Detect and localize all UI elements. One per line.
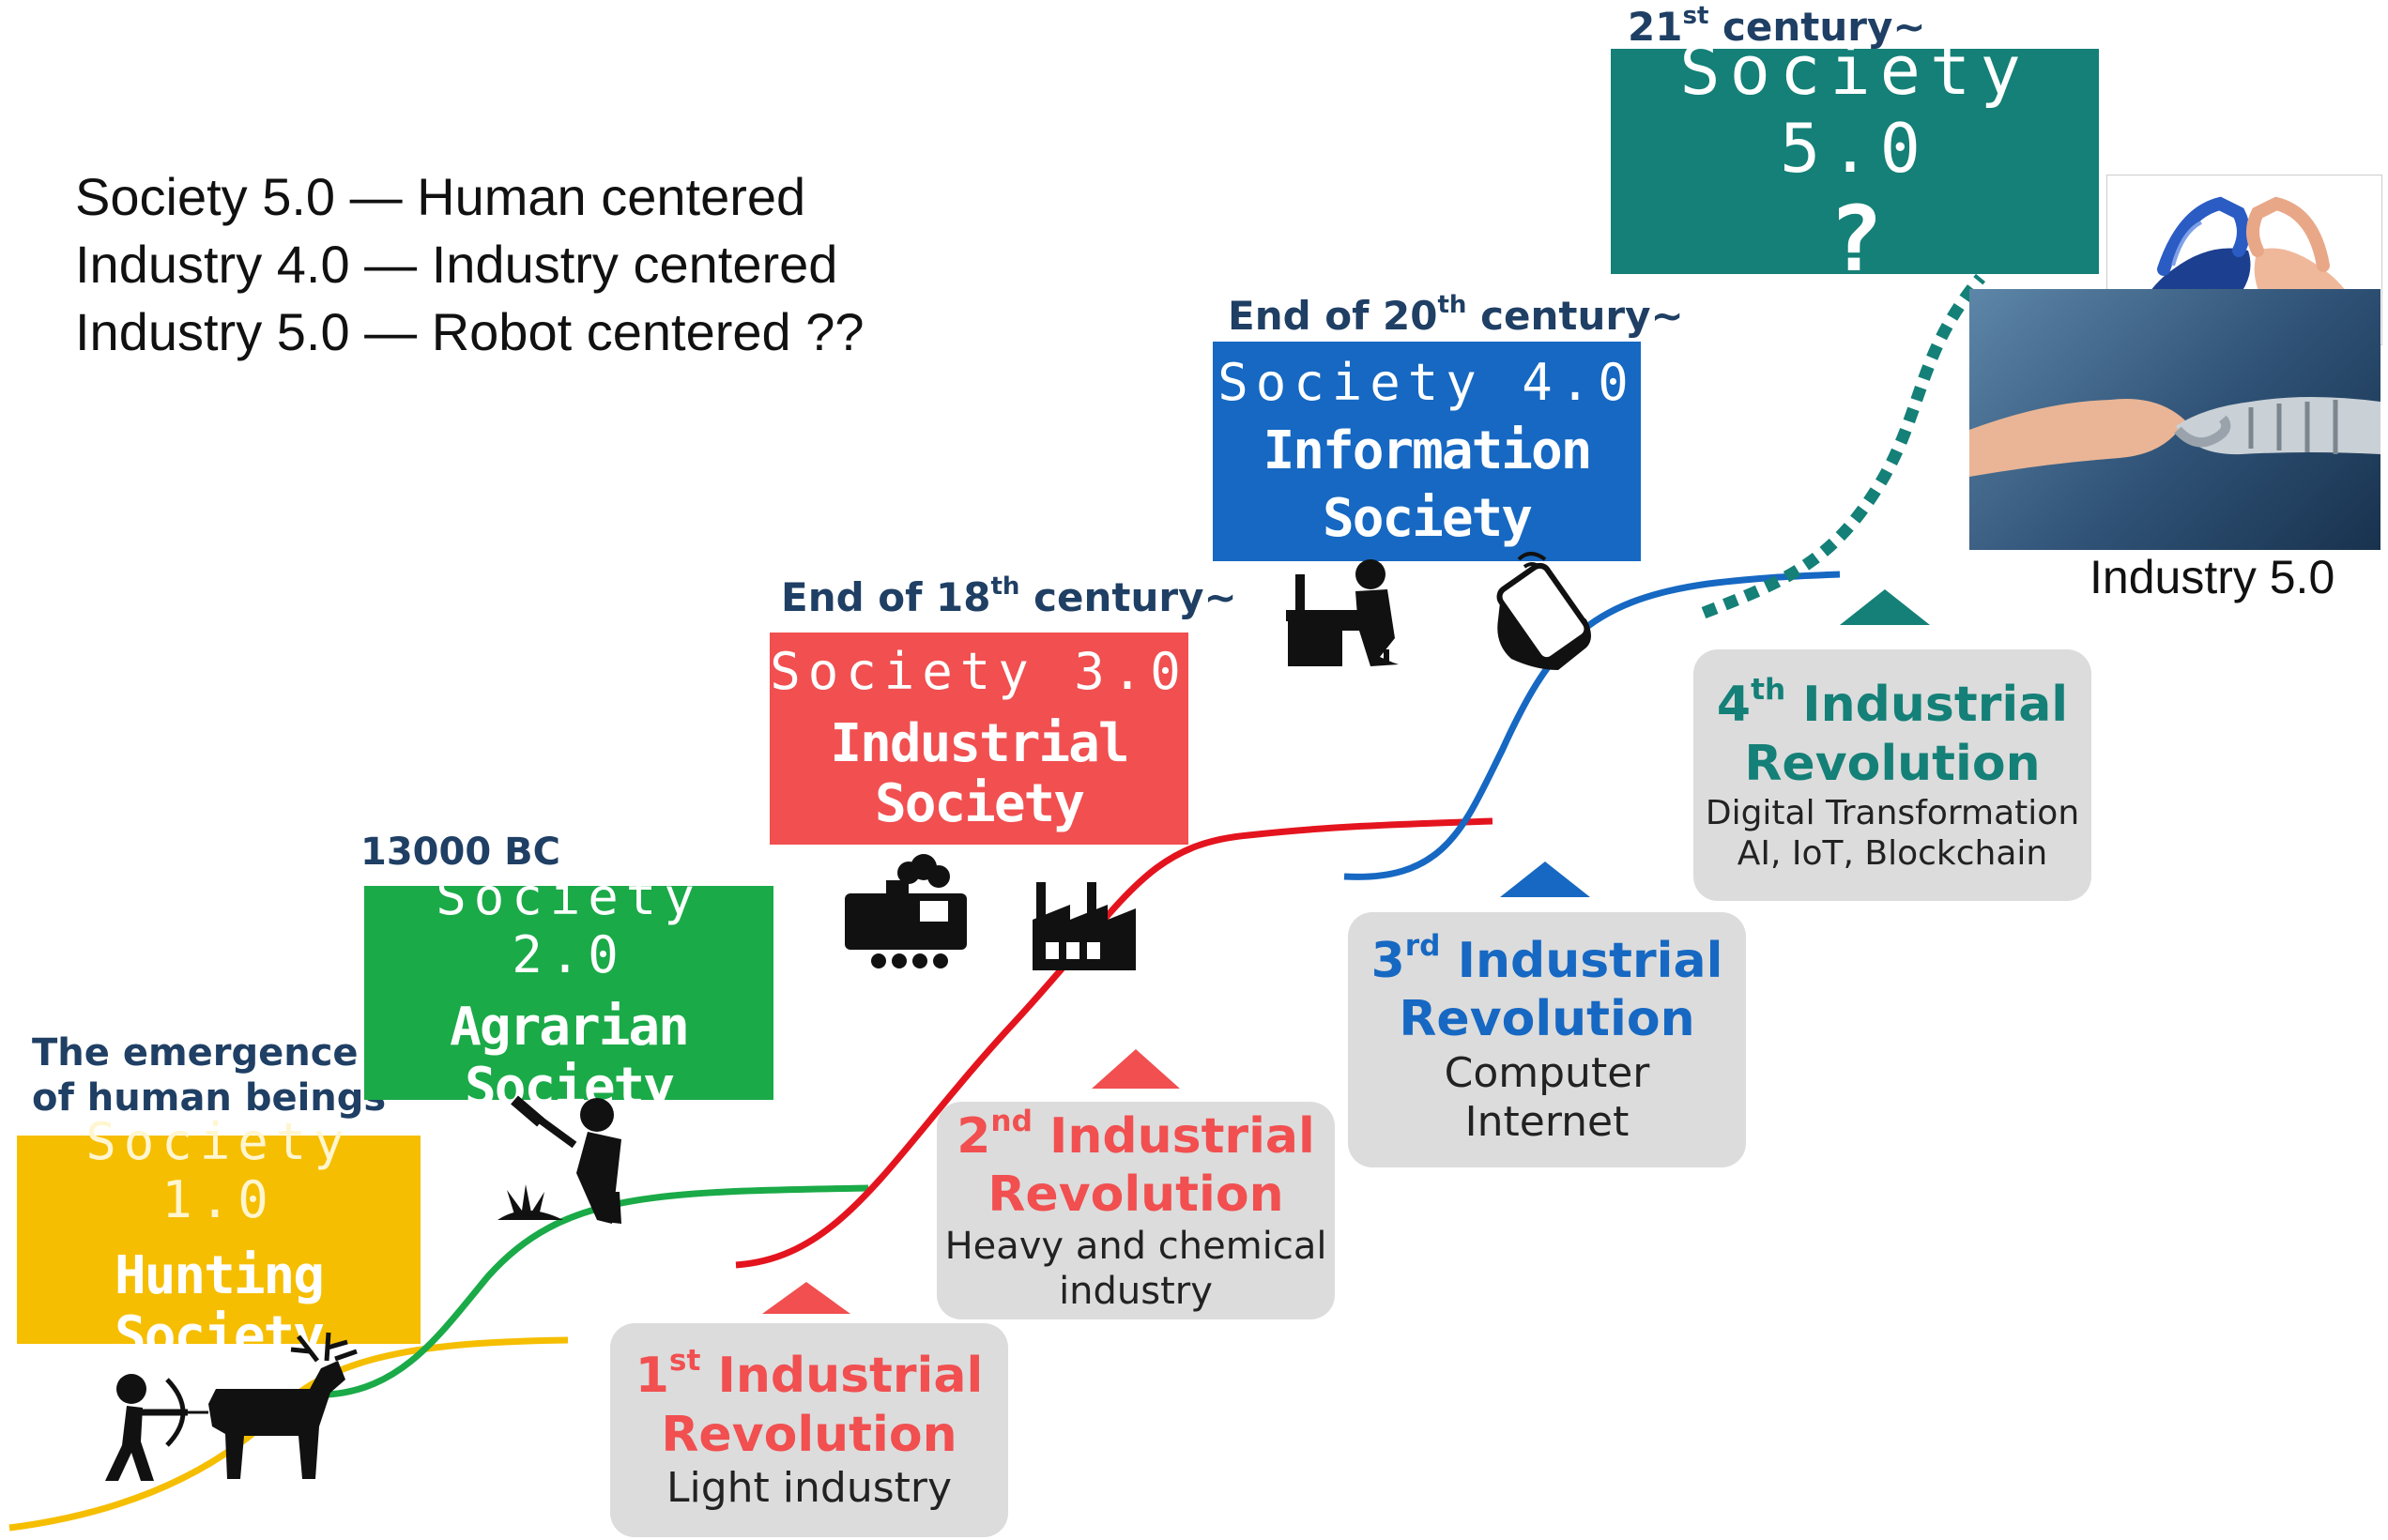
- triangle-r3: [1500, 861, 1590, 897]
- factory-icon: [1033, 882, 1136, 970]
- legend-industry-4: Industry 4.0 — Industry centered: [75, 235, 838, 294]
- revolution-4-box: 4th Industrial Revolution Digital Transf…: [1693, 649, 2091, 901]
- industry-5-caption: Industry 5.0: [2090, 551, 2335, 603]
- triangle-r1-main: [762, 1282, 850, 1314]
- computer-worker-icon: [1286, 559, 1399, 666]
- revolution-2-box: 2nd Industrial Revolution Heavy and chem…: [937, 1102, 1335, 1319]
- triangle-r4: [1840, 589, 1930, 625]
- curve-society-2: [328, 1184, 869, 1398]
- legend-industry-5: Industry 5.0 — Robot centered ??: [75, 302, 865, 361]
- society-3-box: Society 3.0 Industrial Society: [770, 633, 1188, 845]
- society-5-box: Society 5.0 ?: [1611, 32, 2099, 291]
- revolution-1-box: 1st Industrial Revolution Light industry: [610, 1323, 1008, 1537]
- robot-handshake-image: [1969, 289, 2380, 550]
- smartphone-icon: [1496, 552, 1591, 670]
- revolution-3-box: 3rd Industrial Revolution Computer Inter…: [1348, 912, 1746, 1167]
- legend-society-5: Society 5.0 — Human centered: [75, 167, 806, 226]
- farmer-icon: [511, 1095, 621, 1224]
- deer-icon: [208, 1332, 358, 1479]
- society-4-box: Society 4.0 Information Society: [1213, 342, 1641, 561]
- era-label-society-5: 21st century~: [1628, 2, 1926, 50]
- era-label-society-3: End of 18th century~: [781, 572, 1237, 620]
- curve-society-5: [1701, 273, 1985, 619]
- era-label-society-4: End of 20th century~: [1228, 291, 1684, 339]
- curve-society-3: [735, 817, 1493, 1269]
- archer-icon: [105, 1374, 208, 1481]
- locomotive-icon: [845, 854, 967, 968]
- era-label-society-2: 13000 BC: [360, 831, 560, 874]
- triangle-r2: [1092, 1049, 1180, 1089]
- era-label-society-1: The emergence of human beings: [32, 1031, 387, 1120]
- plant-icon: [498, 1184, 563, 1220]
- society-2-box: Society 2.0 Agrarian Society: [364, 867, 773, 1118]
- society-1-box: Society 1.0 Hunting Society: [17, 1112, 421, 1366]
